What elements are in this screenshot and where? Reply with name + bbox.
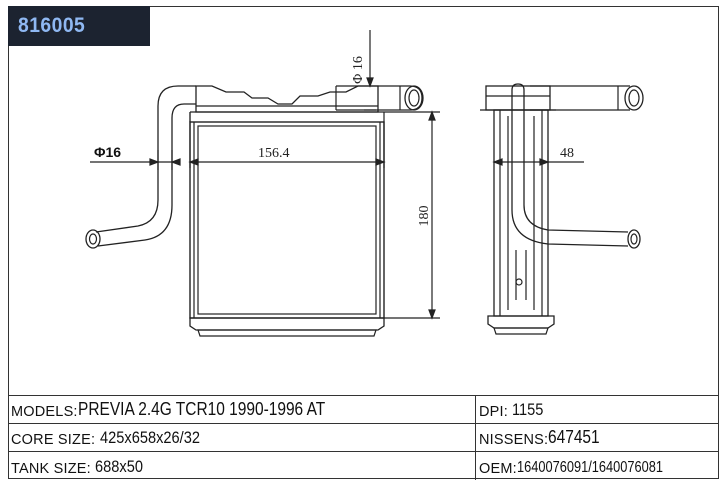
tank-size-cell: TANK SIZE: 688x50: [8, 452, 476, 480]
oem-value: 1640076091/1640076081: [516, 459, 663, 476]
core-size-label: CORE SIZE:: [11, 432, 96, 448]
side-top-pipe-end: [624, 85, 644, 111]
core-size-cell: CORE SIZE: 425x658x26/32: [8, 424, 476, 451]
side-view: [480, 83, 644, 335]
front-view: [85, 30, 440, 337]
dimension-core-height: 180: [417, 206, 432, 227]
tank-size-label: TANK SIZE:: [11, 461, 91, 477]
dimension-core-width: 156.4: [258, 146, 290, 161]
dimension-top-diameter: Φ 16: [351, 56, 366, 84]
models-label: MODELS:: [11, 404, 78, 420]
spec-row-tank: TANK SIZE: 688x50 OEM: 1640076091/164007…: [8, 452, 719, 480]
dpi-value: 1155: [512, 400, 544, 419]
models-value: PREVIA 2.4G TCR10 1990-1996 AT: [77, 399, 325, 419]
dpi-label: DPI:: [479, 404, 508, 420]
models-cell: MODELS: PREVIA 2.4G TCR10 1990-1996 AT: [8, 396, 476, 423]
nissens-label: NISSENS:: [479, 432, 549, 448]
part-number: 816005: [18, 14, 86, 37]
top-pipe-end: [404, 85, 424, 111]
tank-size-value: 688x50: [95, 457, 144, 476]
dimension-depth: 48: [560, 146, 574, 161]
spec-row-core: CORE SIZE: 425x658x26/32 NISSENS: 647451: [8, 424, 719, 452]
spec-row-models: MODELS: PREVIA 2.4G TCR10 1990-1996 AT D…: [8, 396, 719, 424]
oem-cell: OEM: 1640076091/1640076081: [476, 452, 719, 480]
core-size-value: 425x658x26/32: [99, 428, 200, 447]
part-number-badge: 816005: [8, 6, 150, 46]
side-bottom-pipe-end: [627, 229, 641, 249]
nissens-cell: NISSENS: 647451: [476, 424, 719, 451]
dpi-cell: DPI: 1155: [476, 396, 719, 423]
nissens-value: 647451: [548, 427, 600, 447]
spec-table: MODELS: PREVIA 2.4G TCR10 1990-1996 AT D…: [8, 395, 719, 480]
left-pipe-end: [85, 229, 101, 249]
dimension-left-diameter: Φ16: [94, 144, 121, 160]
oem-label: OEM:: [479, 461, 517, 477]
